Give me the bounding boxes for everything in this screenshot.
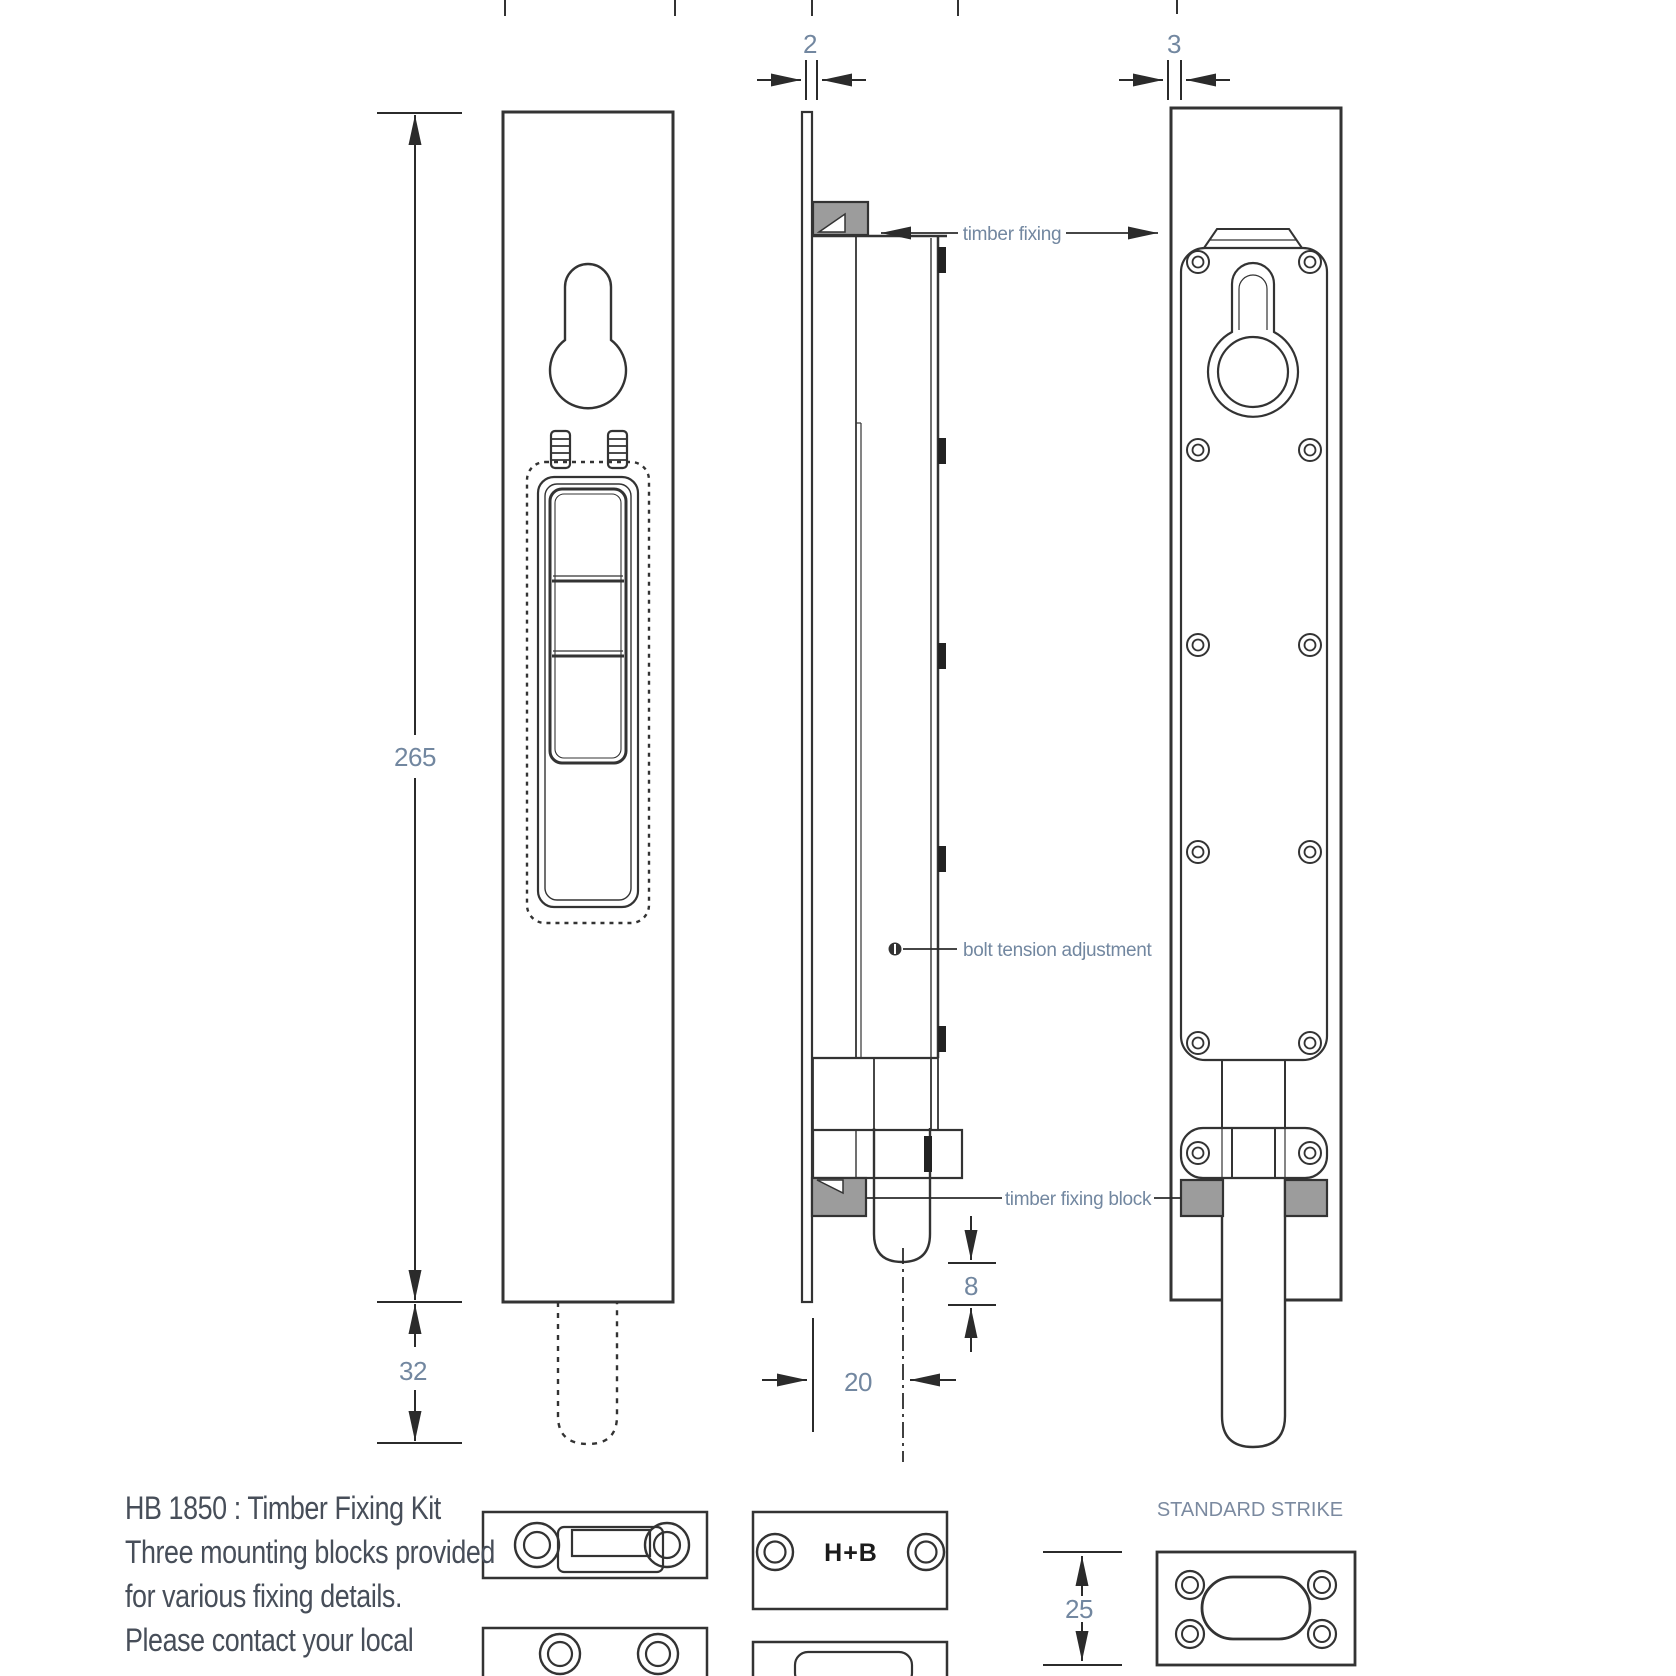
block-notch-bottom <box>816 1179 844 1195</box>
mounting-studs <box>549 429 629 470</box>
dimension-8 <box>948 1216 996 1352</box>
side-view <box>800 110 964 1304</box>
dimension-32-value: 32 <box>399 1356 427 1386</box>
housing-clips <box>938 247 946 1052</box>
mounting-block-branded <box>751 1510 949 1611</box>
timber-fixing-label: timber fixing <box>963 224 1062 245</box>
dimension-3-value: 3 <box>1167 29 1181 59</box>
mounting-block-slot-only <box>751 1640 949 1676</box>
bolt-tension-callout: bolt tension adjustment <box>903 940 1153 961</box>
bolt-tension-label: bolt tension adjustment <box>963 940 1153 961</box>
dimension-20 <box>762 1248 956 1462</box>
dimension-3 <box>1119 60 1230 100</box>
dimension-25-value: 25 <box>1065 1594 1093 1624</box>
block-notch-top <box>816 212 846 233</box>
guide-block <box>811 1128 964 1180</box>
timber-fixing-callout: timber fixing <box>881 224 1158 245</box>
recess-dashed-outline <box>525 460 651 925</box>
footer-line-3: for various fixing details. <box>125 1578 403 1614</box>
fixing-block-left <box>1179 1178 1225 1218</box>
slider-slot-inner <box>544 483 632 901</box>
footer-line-1: HB 1850 : Timber Fixing Kit <box>125 1490 441 1526</box>
mounting-block-slotted <box>481 1510 709 1580</box>
mounting-block-plain <box>481 1626 709 1676</box>
brand-logo: H+B <box>824 1539 878 1567</box>
timber-fixing-block-callout: timber fixing block <box>866 1189 1181 1210</box>
standard-strike-title: STANDARD STRIKE <box>1157 1499 1343 1521</box>
footer-note: HB 1850 : Timber Fixing Kit Three mounti… <box>125 1486 562 1662</box>
footer-line-4: Please contact your local <box>125 1622 414 1658</box>
bolt-extended-dashed <box>556 1302 619 1446</box>
dimension-20-value: 20 <box>844 1367 872 1397</box>
dimension-2-value: 2 <box>803 29 817 59</box>
dimension-8-value: 8 <box>964 1271 978 1301</box>
dimension-265 <box>377 112 462 1300</box>
timber-fixing-block-label: timber fixing block <box>1005 1189 1152 1210</box>
fixing-block-right <box>1283 1178 1329 1218</box>
face-plate <box>800 110 814 1304</box>
strike-slot <box>1200 1575 1312 1641</box>
footer-line-2: Three mounting blocks provided <box>125 1534 495 1570</box>
guide-bracket <box>1179 1126 1329 1180</box>
dimension-32 <box>377 1301 462 1444</box>
dimension-25 <box>1043 1551 1122 1666</box>
bolt-back <box>1220 1128 1287 1449</box>
bolt-side <box>872 1128 932 1264</box>
plate-screws <box>1186 250 1322 1055</box>
strike-plate <box>1155 1550 1357 1667</box>
keyhole-slot <box>548 262 628 410</box>
keyhole-back <box>1206 261 1300 418</box>
slider-handle <box>548 487 628 765</box>
mechanism-plate <box>1179 246 1329 1062</box>
back-view <box>1169 106 1343 1449</box>
dimension-2 <box>757 60 866 100</box>
bolt-through-hole <box>1216 335 1290 409</box>
front-view <box>501 110 675 1446</box>
dimension-265-value: 265 <box>394 742 436 772</box>
top-extension-ticks <box>504 0 1178 16</box>
bolt-housing <box>813 234 947 1060</box>
lower-section <box>812 1058 939 1130</box>
top-cap <box>1202 228 1304 249</box>
